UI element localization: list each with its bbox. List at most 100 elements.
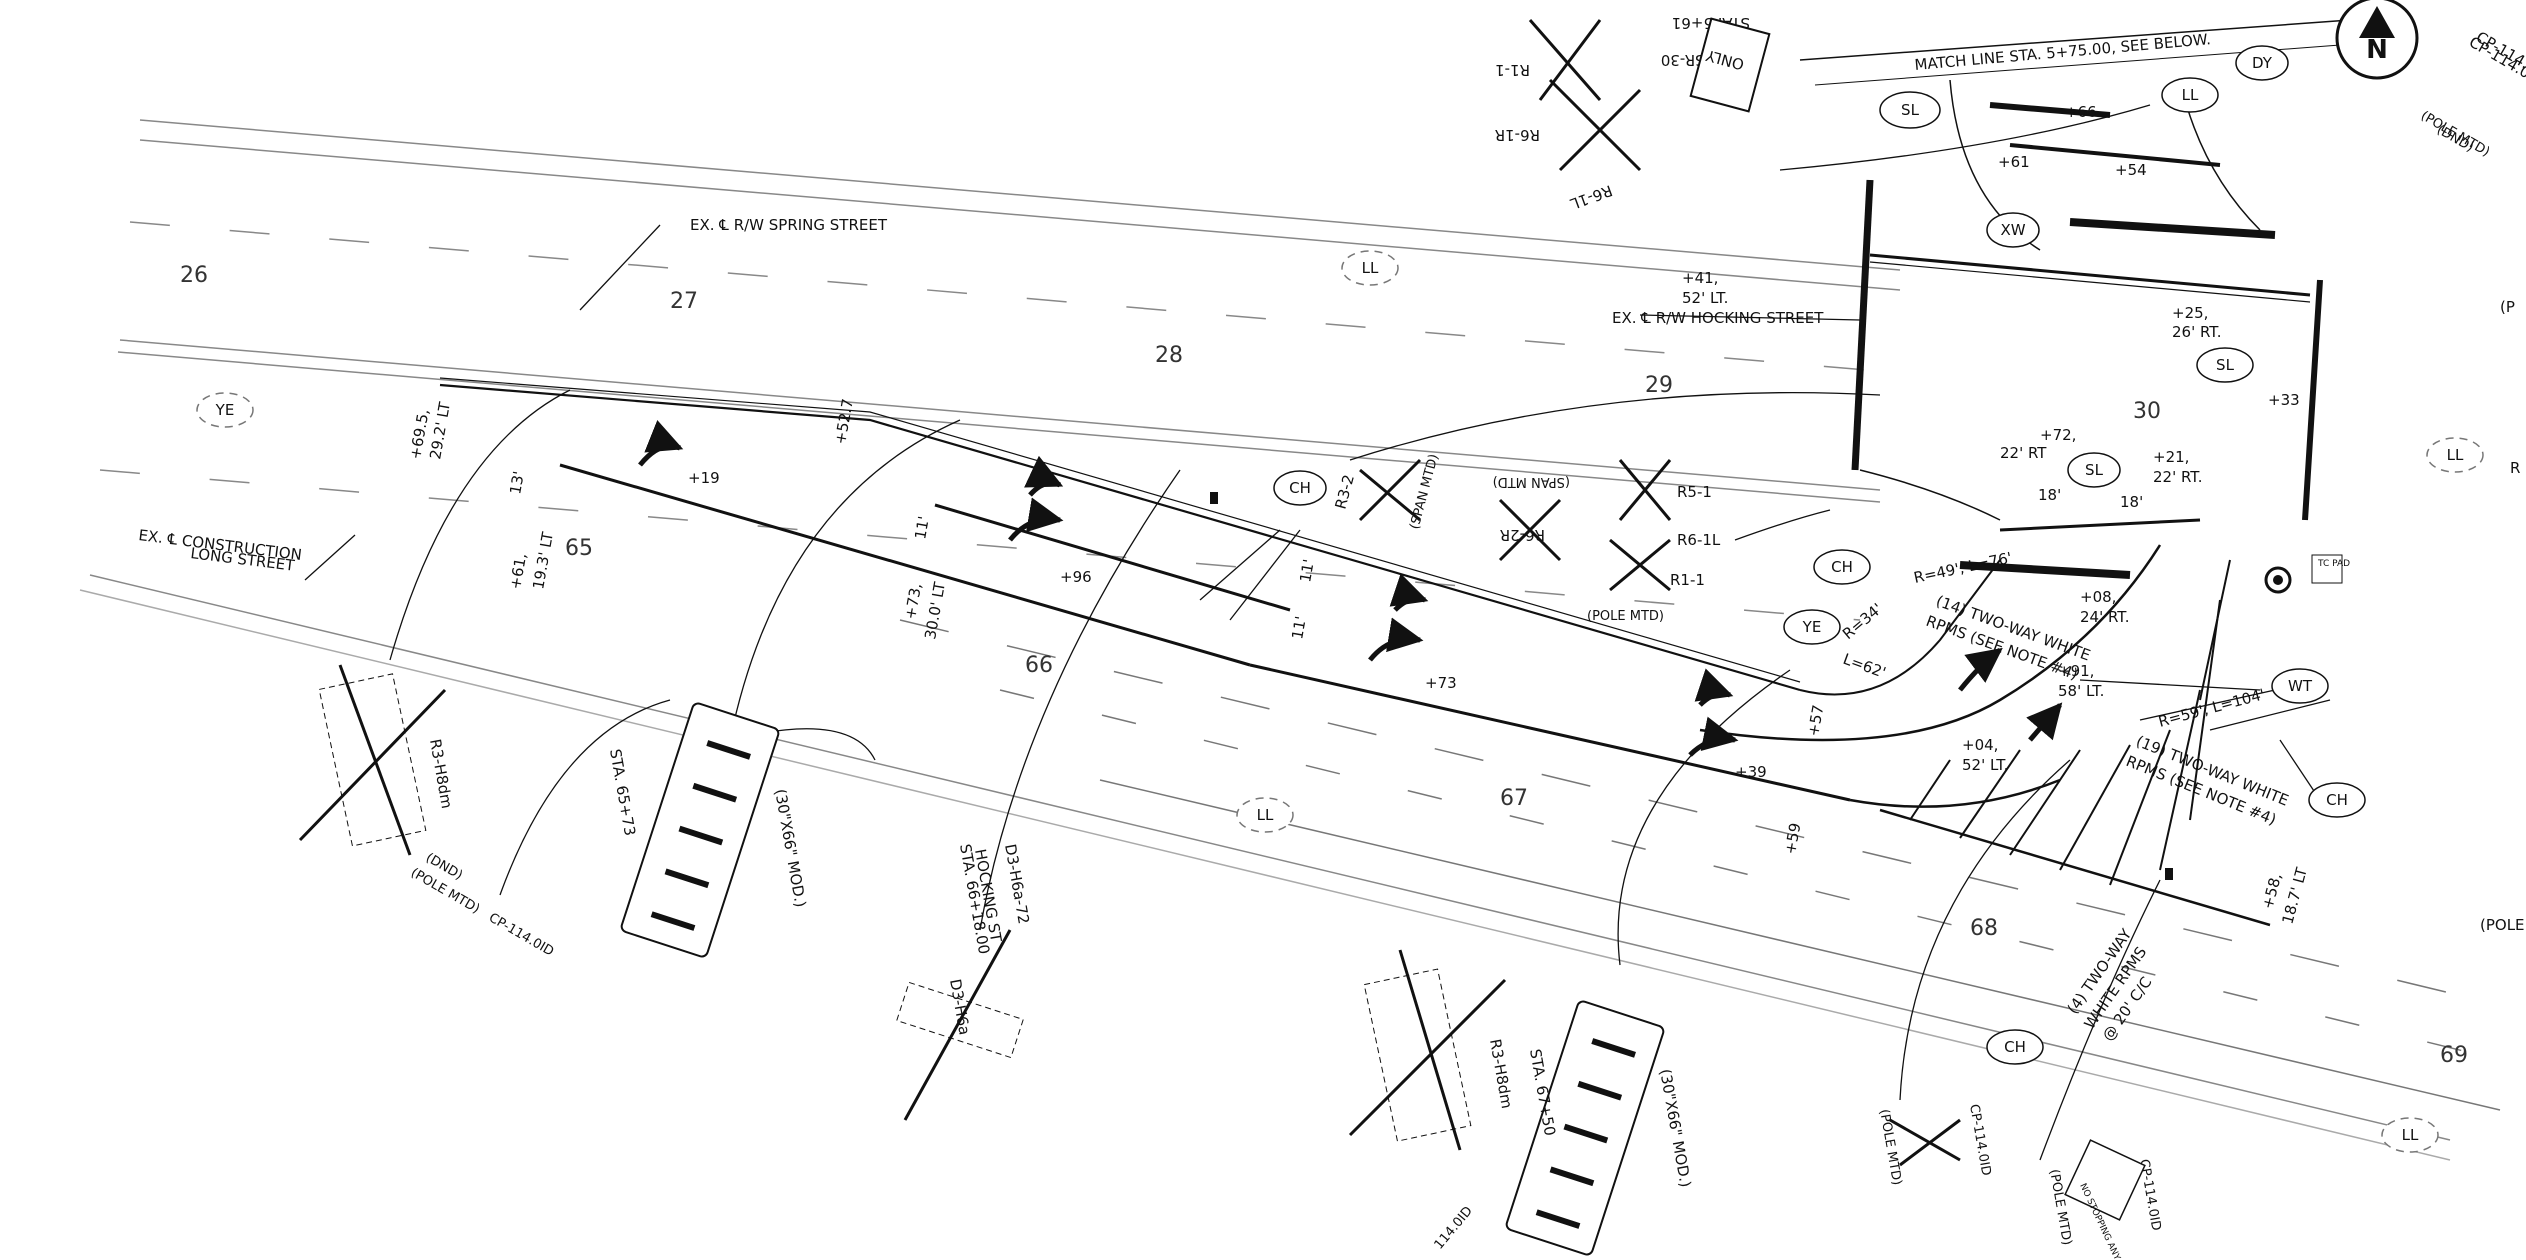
station-29: 29 — [1645, 373, 1673, 398]
bubble-ll: LL — [1362, 259, 1379, 277]
hocking-intersection — [1799, 19, 2351, 579]
d3-h6a-label: D3-H6a — [946, 978, 974, 1037]
dim-08: +08, — [2080, 588, 2116, 606]
match-line-label: MATCH LINE STA. 5+75.00, SEE BELOW. — [1914, 30, 2212, 74]
bubble-ch: CH — [2326, 791, 2348, 809]
dim-plus-73: +73 — [1425, 674, 1457, 692]
dim-33: +33 — [2268, 391, 2300, 409]
dim-22-rt-b: 22' RT. — [2153, 468, 2202, 486]
curve-r34-label: R=34' — [1839, 600, 1886, 643]
dim-26-rt: 26' RT. — [2172, 323, 2221, 341]
pole-mtd-bottom-label-2: (POLE MTD) — [2046, 1168, 2074, 1246]
removed-signs-top — [1358, 19, 1961, 1167]
bubble-ll: LL — [1257, 806, 1274, 824]
d3-h6a-72-label: D3-H6a-72 — [1001, 843, 1033, 926]
dim-61b: +61 — [1998, 153, 2030, 171]
north-arrow: N — [2335, 0, 2419, 80]
pole-mtd-label-mid: (POLE MTD) — [1587, 609, 1664, 624]
turn-arrow-icon — [1008, 497, 1064, 542]
curve-l62-label: L=62' — [1841, 650, 1889, 682]
dim-04: +04, — [1962, 736, 1998, 754]
station-65: 65 — [565, 536, 593, 561]
turn-arrow-icon — [1368, 617, 1424, 662]
mod-30x66-label-a: (30"X66" MOD.) — [771, 788, 810, 909]
bubble-sl: SL — [1901, 101, 1920, 119]
dim-25: +25, — [2172, 304, 2208, 322]
bubble-wt: WT — [2288, 677, 2313, 695]
dim-18-a: 18' — [2038, 486, 2061, 504]
removed-sign-r3h8dm-mid — [1348, 949, 1507, 1151]
bubble-ch: CH — [1289, 479, 1311, 497]
spring-street-label: EX. ℄ R/W SPRING STREET — [690, 216, 888, 234]
bubble-ll: LL — [2182, 86, 2199, 104]
dim-plus-59: +59 — [1781, 821, 1804, 855]
hatched-island — [1909, 559, 2231, 886]
arrow-icon — [2026, 702, 2063, 742]
bubble-sl: SL — [2085, 461, 2104, 479]
r6-2r-label: R6-2R — [1500, 526, 1545, 544]
long-street-lines — [899, 619, 2501, 1111]
dim-527: +52.7 — [831, 397, 857, 445]
dim-plus-57: +57 — [1804, 703, 1827, 737]
r6-1r-label: R6-1R — [1495, 126, 1540, 144]
hocking-street-label: EX. ℄ R/W HOCKING STREET — [1612, 309, 1824, 327]
dim-plus-39: +39 — [1735, 763, 1767, 781]
dim-11-a: 11' — [911, 515, 933, 541]
turn-arrow-icon — [1688, 716, 1739, 757]
station-66: 66 — [1025, 653, 1053, 678]
bubble-ch: CH — [2004, 1038, 2026, 1056]
bubble-ye: YE — [215, 401, 235, 419]
spring-street-lines — [79, 119, 2451, 1161]
dim-193-lt: 19.3' LT — [529, 530, 557, 591]
span-mtd-label-2: (SPAN MTD) — [1493, 474, 1570, 489]
station-67: 67 — [1500, 786, 1528, 811]
bubble-xw: XW — [2000, 221, 2025, 239]
sta-6573-label: STA. 65+73 — [606, 748, 639, 838]
no-stopping-sign: NO STOPPING ANY TIME — [2064, 1139, 2146, 1260]
dim-11-b: 11' — [1296, 558, 1318, 584]
curve-r49-label: R=49', L=76' — [1912, 549, 2013, 587]
bubble-sl: SL — [2216, 356, 2235, 374]
dim-187-lt: 18.7' LT — [2278, 865, 2311, 926]
span-mtd-label-1: (SPAN MTD) — [1407, 452, 1442, 531]
dim-plus-19: +19 — [688, 469, 720, 487]
turn-lane-lines — [559, 463, 2271, 927]
dim-22-rt: 22' RT — [2000, 444, 2047, 462]
bubble-ch: CH — [1831, 558, 1853, 576]
pole-right-label: (POLE — [2480, 916, 2525, 934]
dim-52-lt: 52' LT. — [1682, 289, 1728, 307]
dim-11-c: 11' — [1288, 615, 1310, 641]
removed-sign-d3h6a — [896, 929, 1024, 1121]
dim-plus-96: +96 — [1060, 568, 1092, 586]
dim-292-lt: 29.2' LT — [426, 400, 454, 461]
station-69: 69 — [2440, 1043, 2468, 1068]
bubble-dy: DY — [2252, 54, 2273, 72]
r6-1l-label-top: R6-1L — [1567, 181, 1614, 213]
north-label: N — [2366, 35, 2388, 65]
tc-pad-label: TC PAD — [2317, 559, 2350, 569]
r6-1l-label: R6-1L — [1677, 531, 1721, 549]
dim-52-lt-b: 52' LT. — [1962, 756, 2008, 774]
dim-91: +91, — [2058, 662, 2094, 680]
cp-114-bottom-label-3: 114.0ID — [1432, 1204, 1476, 1253]
dim-18-b: 18' — [2120, 493, 2143, 511]
bubble-ye: YE — [1802, 618, 1822, 636]
r3-h8dm-label-left: R3-H8dm — [426, 738, 456, 810]
r1-1-label-top: R1-1 — [1495, 61, 1530, 79]
bubble-ll: LL — [2447, 446, 2464, 464]
mod-30x66-label-b: (30"X66" MOD.) — [1656, 1068, 1695, 1189]
turn-arrow-icon — [1958, 647, 2003, 692]
r3-2-label: R3-2 — [1331, 473, 1357, 511]
pole-mtd-bottom-label-1: (POLE MTD) — [1876, 1108, 1904, 1186]
dim-54: +54 — [2115, 161, 2147, 179]
curb-line — [439, 377, 2001, 696]
r5-1-label: R5-1 — [1677, 483, 1712, 501]
r1-1-label: R1-1 — [1670, 571, 1705, 589]
station-28: 28 — [1155, 343, 1183, 368]
turn-arrow-icon — [1389, 573, 1429, 612]
station-27: 27 — [670, 289, 698, 314]
dim-61: +61, — [506, 552, 530, 591]
sign-posts — [1210, 492, 2173, 880]
dim-41: +41, — [1682, 269, 1718, 287]
